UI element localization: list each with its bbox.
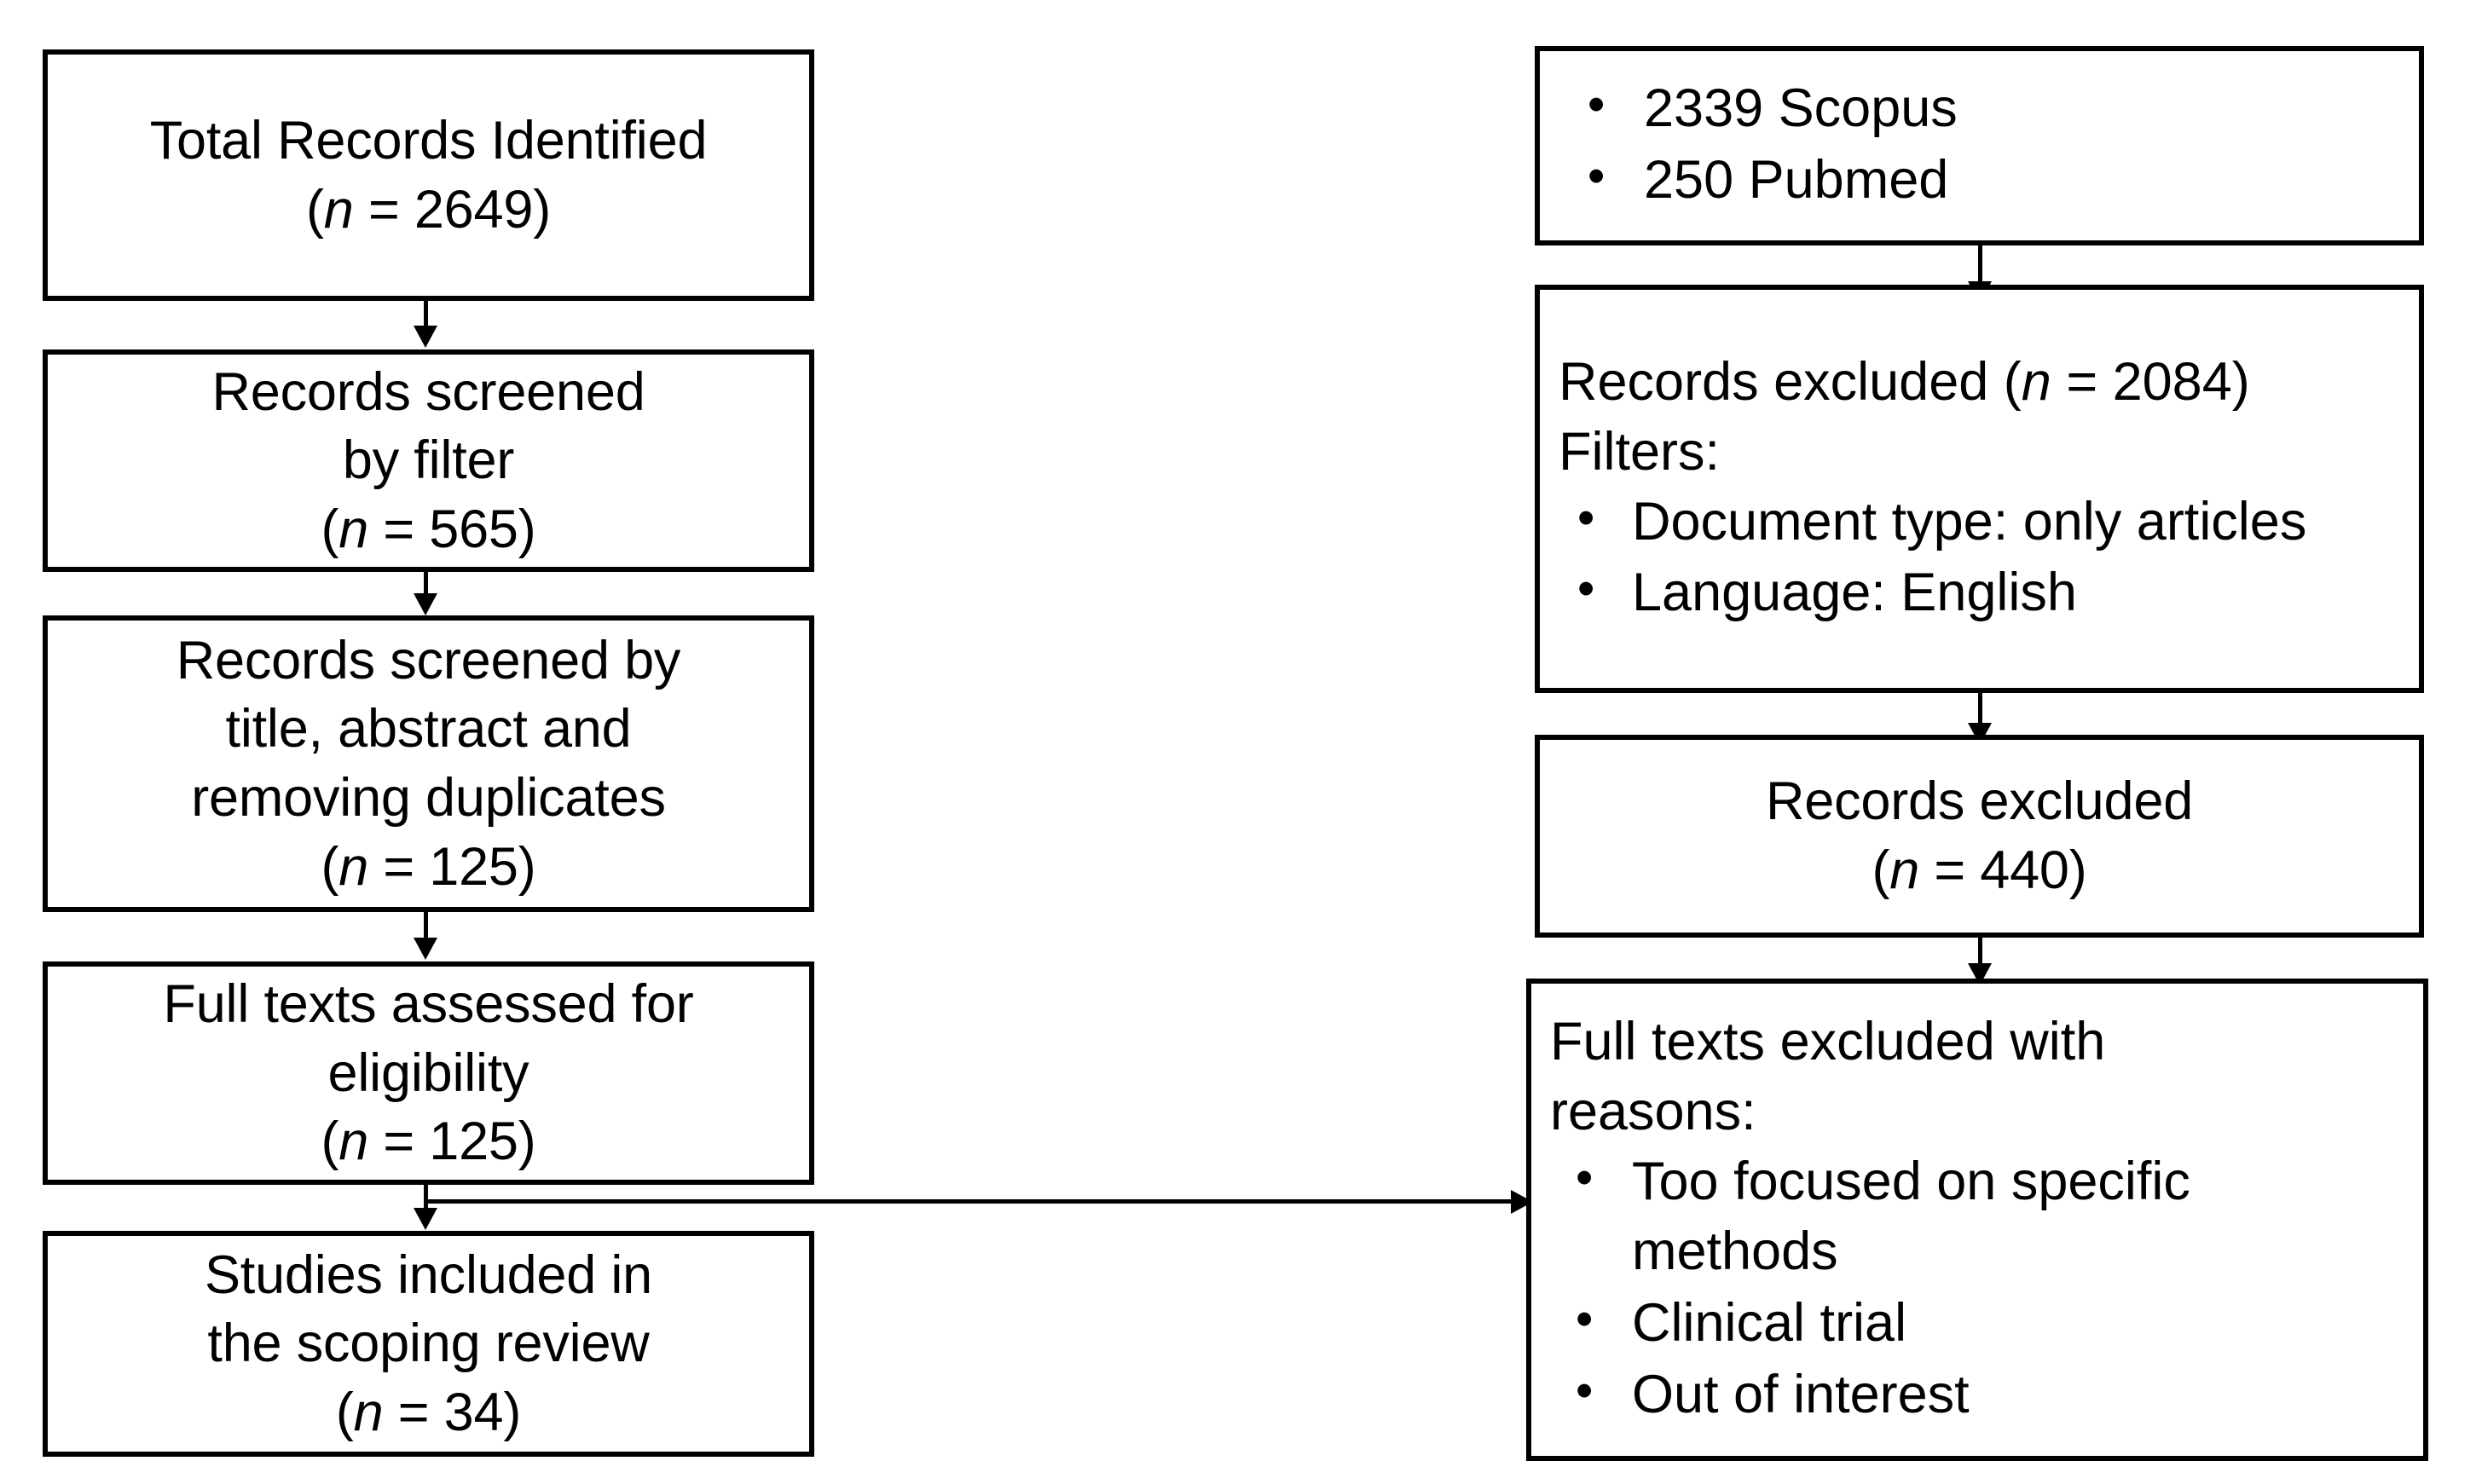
connector-left4-to-right4-line xyxy=(424,1199,1517,1204)
connector-left-3-4-line xyxy=(424,912,428,943)
box-total-records-line1: Total Records Identified xyxy=(149,110,708,170)
connector-right-3-4-line xyxy=(1978,938,1982,970)
records-excluded-filters-list: •Document type: only articles •Language:… xyxy=(1559,488,2404,631)
connector-left-3-4-arrow-icon xyxy=(414,938,437,960)
box-records-excluded-440: Records excluded (n = 440) xyxy=(1535,735,2424,938)
box-records-screened-filter-line2: by filter xyxy=(342,430,515,491)
box-full-texts-assessed-count: (n = 125) xyxy=(321,1112,536,1172)
box-full-texts-excluded-reasons: Full texts excluded with reasons: •Too f… xyxy=(1526,979,2428,1461)
records-excluded-subheading: Filters: xyxy=(1559,421,1720,482)
box-studies-included-line2: the scoping review xyxy=(207,1314,650,1374)
box-records-screened-title-line3: removing duplicates xyxy=(191,768,666,828)
list-item: •Document type: only articles xyxy=(1559,488,2404,557)
box-records-screened-filter-line1: Records screened xyxy=(211,361,645,422)
list-item: •Clinical trial xyxy=(1550,1289,2408,1359)
box-records-excluded-filters: Records excluded (n = 2084) Filters: •Do… xyxy=(1535,285,2424,693)
box-total-records-count: (n = 2649) xyxy=(306,179,551,240)
full-texts-excluded-heading-line2: reasons: xyxy=(1550,1082,1756,1142)
bullet-icon: • xyxy=(1576,1150,1594,1206)
bullet-icon: • xyxy=(1588,77,1605,133)
full-texts-excluded-reasons-list: •Too focused on specific methods •Clinic… xyxy=(1550,1147,2408,1432)
connector-left-4-5-arrow-icon xyxy=(414,1208,437,1230)
list-item: •Language: English xyxy=(1559,558,2404,628)
box-full-texts-assessed-line2: eligibility xyxy=(327,1042,529,1103)
list-item: •Out of interest xyxy=(1550,1360,2408,1430)
database-sources-list: •2339 Scopus •250 Pubmed xyxy=(1562,74,2419,217)
box-records-excluded-440-line1: Records excluded xyxy=(1765,771,2194,832)
box-full-texts-assessed-line1: Full texts assessed for xyxy=(163,974,694,1035)
box-records-screened-filter: Records screened by filter (n = 565) xyxy=(43,349,814,572)
box-studies-included: Studies included in the scoping review (… xyxy=(43,1231,814,1457)
connector-left-2-3-line xyxy=(424,572,428,598)
bullet-icon: • xyxy=(1577,489,1595,546)
list-item: •2339 Scopus xyxy=(1562,74,2419,144)
box-records-screened-title-line2: title, abstract and xyxy=(225,699,632,759)
box-records-screened-title-abstract: Records screened by title, abstract and … xyxy=(43,615,814,912)
box-records-screened-title-line1: Records screened by xyxy=(176,630,681,690)
bullet-icon: • xyxy=(1576,1291,1594,1347)
connector-left-4-5-line xyxy=(424,1185,428,1212)
bullet-icon: • xyxy=(1588,148,1605,204)
connector-left-1-2-line xyxy=(424,301,428,332)
box-studies-included-line1: Studies included in xyxy=(204,1244,653,1305)
connector-left-2-3-arrow-icon xyxy=(414,593,437,615)
list-item: •250 Pubmed xyxy=(1562,146,2419,216)
connector-right-2-3-line xyxy=(1978,693,1982,729)
bullet-icon: • xyxy=(1576,1362,1594,1418)
records-excluded-heading: Records excluded (n = 2084) xyxy=(1559,351,2250,412)
box-records-excluded-440-count: (n = 440) xyxy=(1872,840,2087,900)
box-database-sources: •2339 Scopus •250 Pubmed xyxy=(1535,46,2424,245)
list-item: •Too focused on specific methods xyxy=(1550,1147,2408,1287)
box-records-screened-filter-count: (n = 565) xyxy=(321,499,536,559)
box-records-screened-title-count: (n = 125) xyxy=(321,836,536,897)
bullet-icon: • xyxy=(1577,561,1595,617)
full-texts-excluded-heading-line1: Full texts excluded with xyxy=(1550,1012,2106,1072)
box-full-texts-assessed: Full texts assessed for eligibility (n =… xyxy=(43,961,814,1185)
connector-left-1-2-arrow-icon xyxy=(414,326,437,348)
connector-right-1-2-line xyxy=(1978,245,1982,288)
box-total-records-identified: Total Records Identified (n = 2649) xyxy=(43,49,814,301)
box-studies-included-count: (n = 34) xyxy=(335,1382,522,1442)
